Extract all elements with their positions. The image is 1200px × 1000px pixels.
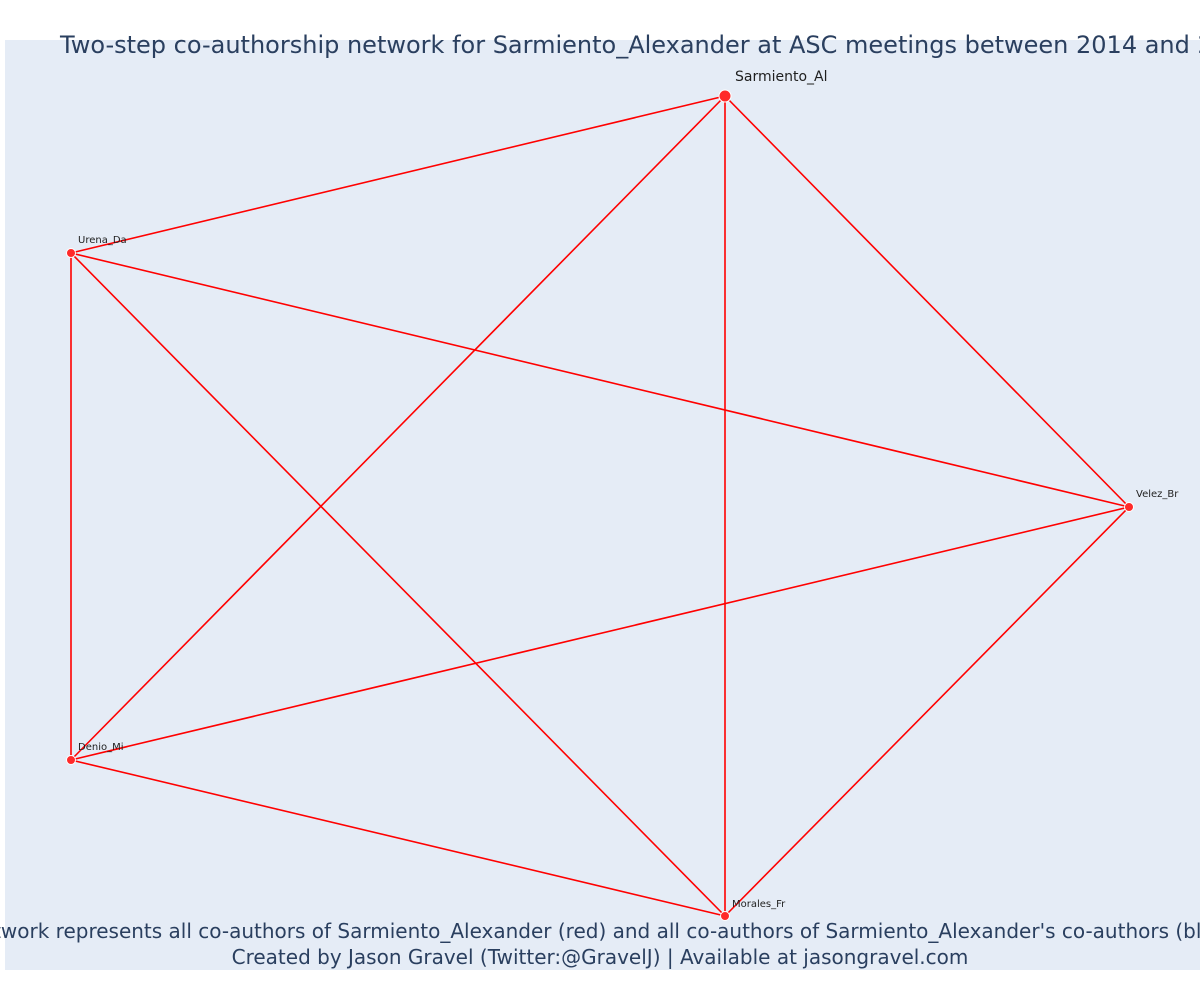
edge-Sarmiento_Al-Urena_Da [70, 95, 726, 254]
node-Sarmiento_Al[interactable] [718, 89, 732, 103]
caption-line-2: Created by Jason Gravel (Twitter:@Gravel… [232, 945, 969, 969]
edge-Velez_Br-Morales_Fr [724, 506, 1130, 917]
node-label-Denio_Mi: Denio_Mi [78, 742, 124, 753]
node-label-Urena_Da: Urena_Da [78, 235, 127, 246]
node-label-Morales_Fr: Morales_Fr [732, 899, 786, 910]
node-Denio_Mi[interactable] [66, 755, 76, 765]
edge-Denio_Mi-Morales_Fr [70, 759, 726, 917]
caption-line-1: Network represents all co-authors of Sar… [0, 919, 1200, 943]
node-Morales_Fr[interactable] [720, 911, 730, 921]
label-layer: Sarmiento_AlUrena_DaVelez_BrDenio_MiMora… [78, 69, 1179, 910]
edge-Velez_Br-Denio_Mi [70, 506, 1130, 761]
diagram-title: Two-step co-authorship network for Sarmi… [59, 31, 1200, 59]
plot-background [5, 40, 1200, 970]
edge-layer [70, 95, 1130, 917]
edge-Urena_Da-Velez_Br [70, 252, 1130, 508]
edge-Sarmiento_Al-Denio_Mi [70, 95, 726, 761]
node-Velez_Br[interactable] [1124, 502, 1134, 512]
edge-Sarmiento_Al-Velez_Br [724, 95, 1130, 508]
node-layer [66, 89, 1134, 921]
edge-Urena_Da-Morales_Fr [70, 252, 726, 917]
node-Urena_Da[interactable] [66, 248, 76, 258]
node-label-Sarmiento_Al: Sarmiento_Al [735, 69, 828, 85]
node-label-Velez_Br: Velez_Br [1136, 489, 1179, 500]
